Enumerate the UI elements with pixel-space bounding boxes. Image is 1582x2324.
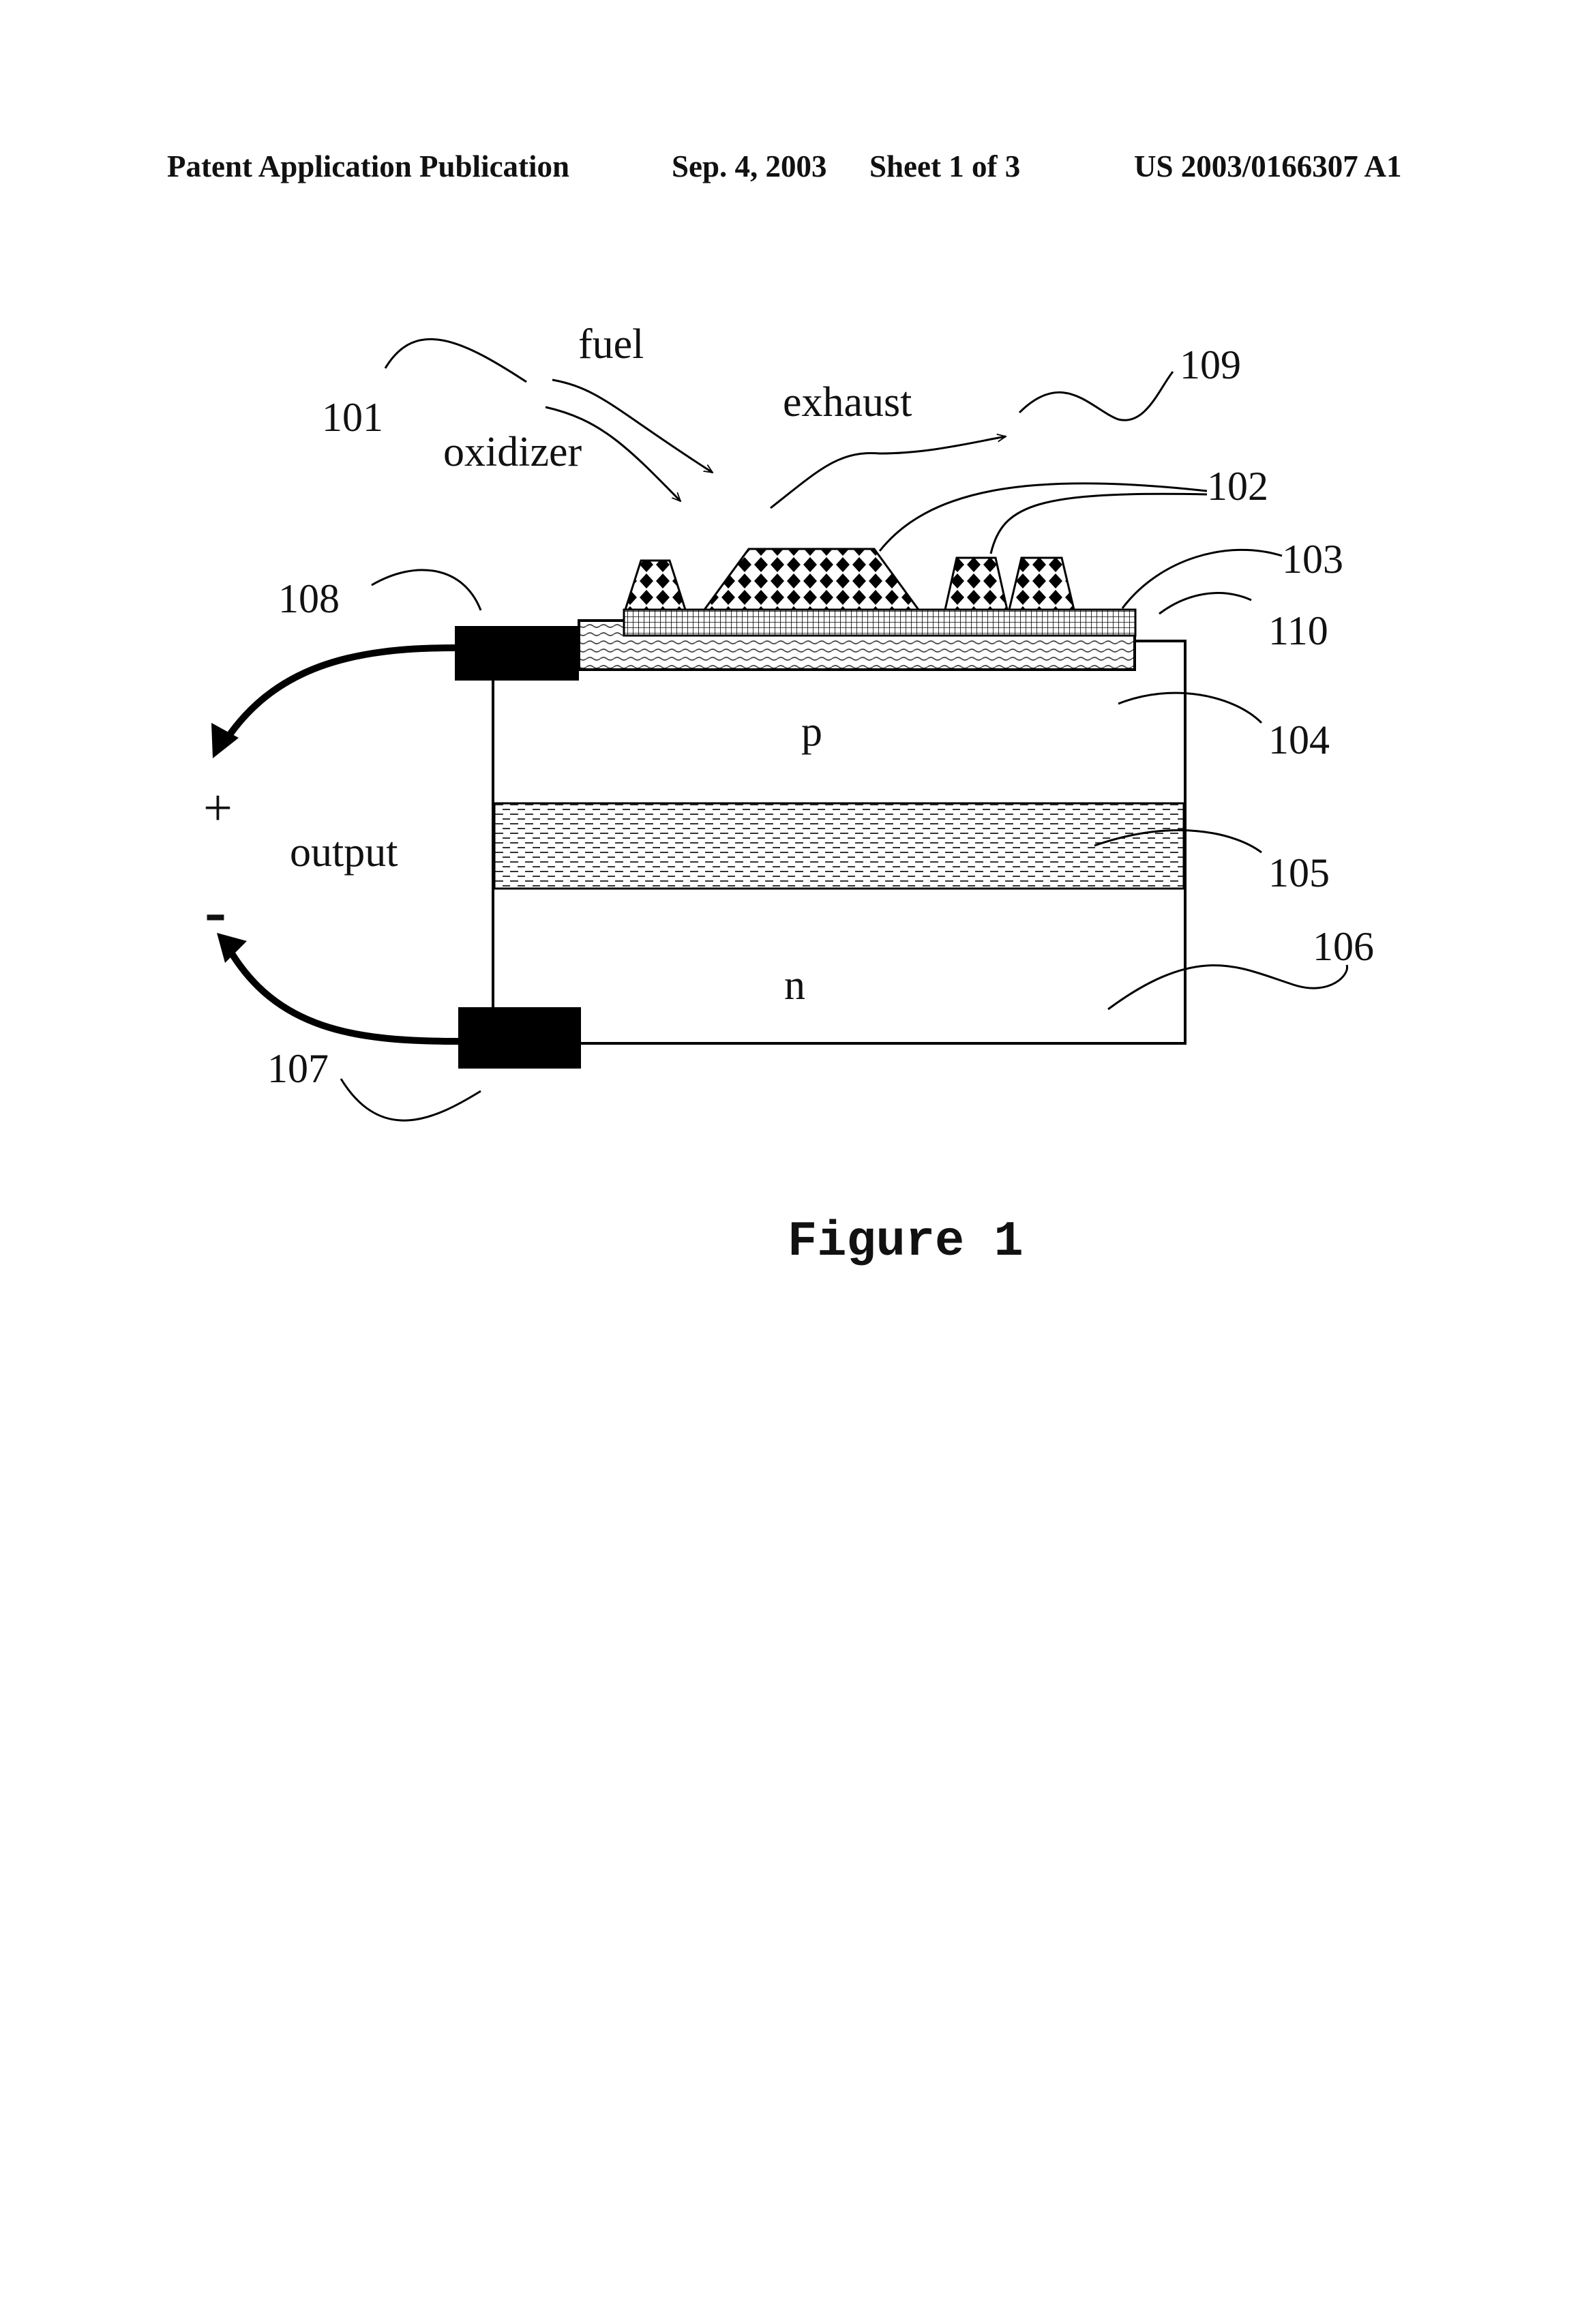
ref-107: 107	[267, 1046, 329, 1091]
figure-caption: Figure 1	[788, 1214, 1024, 1270]
catalyst-island-4	[1009, 558, 1074, 610]
catalyst-island-1	[625, 561, 685, 610]
leader-108	[372, 570, 481, 610]
ref-109: 109	[1180, 342, 1241, 387]
catalyst-island-2	[704, 549, 919, 610]
ref-110: 110	[1268, 608, 1328, 653]
leader-107	[341, 1079, 481, 1120]
bottom-contact	[458, 1007, 581, 1069]
plus-sign: +	[203, 779, 233, 837]
ref-102: 102	[1207, 464, 1268, 509]
leader-101	[385, 339, 526, 382]
top-contact	[455, 626, 579, 681]
junction-layer	[494, 803, 1184, 889]
catalyst-island-3	[945, 558, 1007, 610]
leader-109	[1019, 372, 1173, 420]
fuel-label: fuel	[578, 321, 644, 368]
p-region-label: p	[801, 709, 822, 755]
output-label: output	[290, 829, 398, 876]
positive-wire	[222, 648, 455, 747]
leader-102b	[991, 494, 1207, 554]
leader-103	[1122, 550, 1282, 608]
ref-101: 101	[322, 395, 383, 440]
minus-sign: -	[205, 874, 226, 947]
n-region-label: n	[784, 962, 805, 1009]
negative-wire	[228, 948, 458, 1041]
ref-104: 104	[1268, 717, 1330, 762]
conductor-layer	[624, 610, 1135, 636]
leader-106	[1108, 965, 1347, 1009]
ref-103: 103	[1282, 537, 1343, 582]
leader-104	[1118, 693, 1262, 723]
exhaust-label: exhaust	[783, 379, 912, 426]
ref-105: 105	[1268, 850, 1330, 895]
ref-108: 108	[278, 576, 340, 621]
leader-110	[1159, 593, 1251, 614]
exhaust-arrow	[771, 436, 1006, 508]
oxidizer-label: oxidizer	[443, 429, 582, 475]
ref-106: 106	[1313, 924, 1374, 969]
